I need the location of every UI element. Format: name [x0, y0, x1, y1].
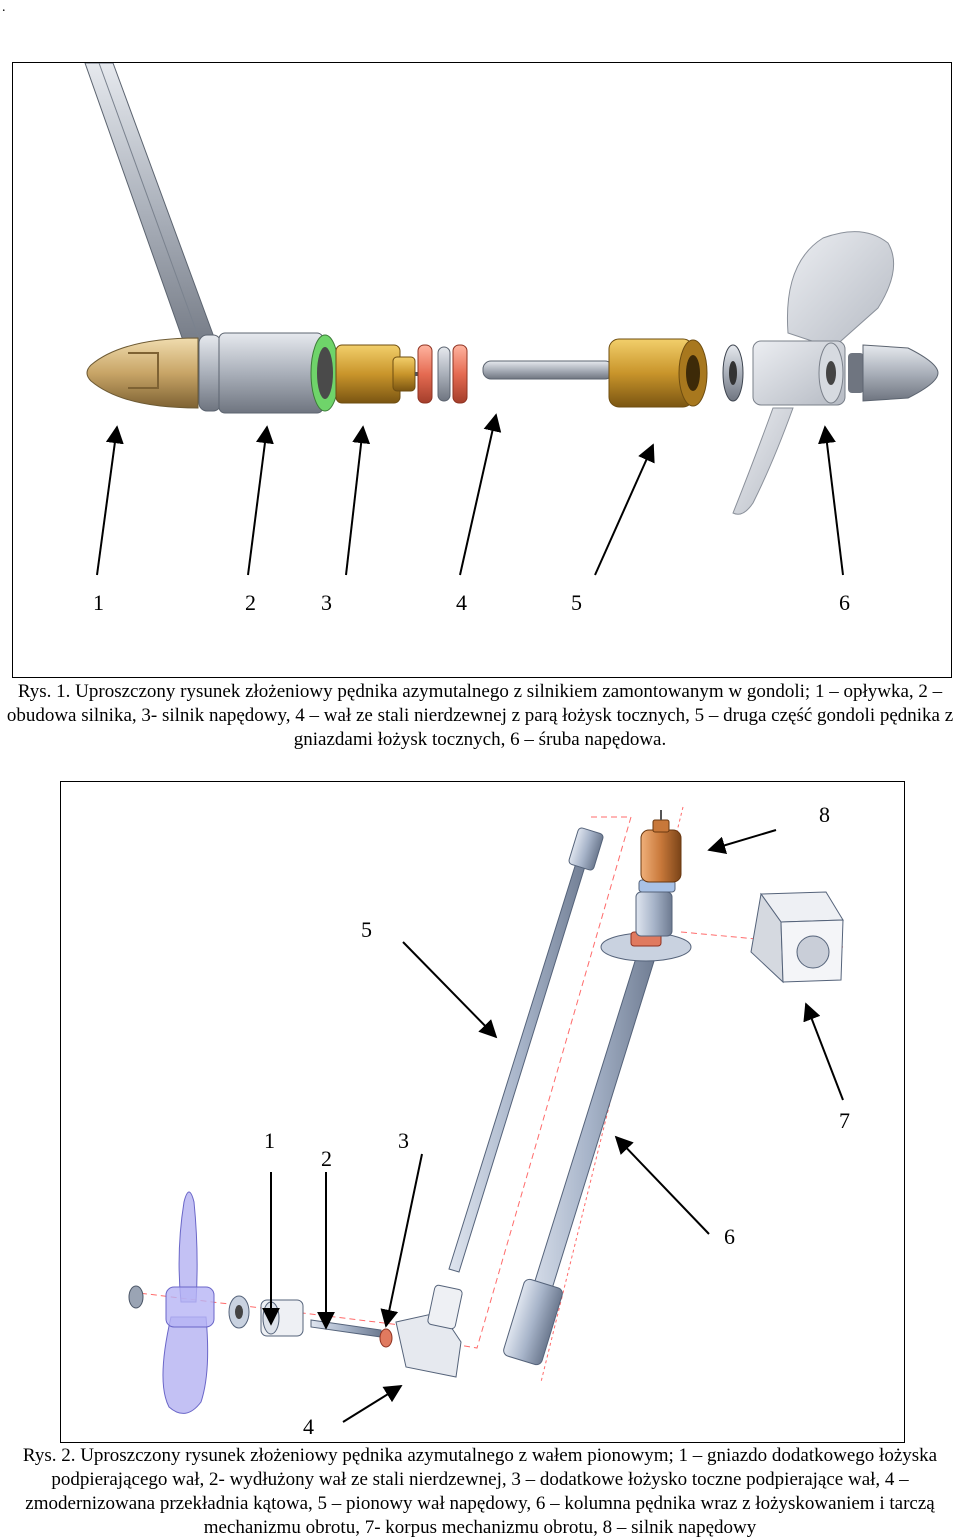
fig1-label-1: 1 — [93, 590, 104, 615]
fig2-label-4: 4 — [303, 1414, 314, 1439]
fig2-label-8: 8 — [819, 802, 830, 827]
fig2-label-2: 2 — [321, 1146, 332, 1171]
fig1-label-3: 3 — [321, 590, 332, 615]
bearing-1 — [417, 344, 433, 404]
fig1-label-2: 2 — [245, 590, 256, 615]
motor-housing — [218, 332, 324, 414]
leader-arrow-4 — [459, 413, 502, 576]
figure-1-drawing: 1 2 3 4 5 6 — [84, 62, 939, 615]
leader-arrow-8 — [707, 829, 777, 854]
figure-2-frame: 1 2 3 4 5 6 7 8 — [60, 781, 905, 1443]
leader-arrow-3 — [345, 425, 371, 576]
fig1-label-4: 4 — [456, 590, 467, 615]
extended-shaft — [310, 1319, 382, 1338]
drive-motor — [640, 829, 682, 883]
fig1-label-5: 5 — [571, 590, 582, 615]
propeller-nut — [128, 1285, 144, 1309]
fig2-label-5: 5 — [361, 917, 372, 942]
propeller-blade-bottom — [162, 1316, 209, 1414]
leader-arrow-7 — [803, 1002, 844, 1101]
figure-1-caption: Rys. 1. Uproszczony rysunek złożeniowy p… — [6, 681, 954, 750]
drive-motor — [335, 344, 401, 404]
propeller-blade-top — [178, 1191, 198, 1303]
figure-2-caption: Rys. 2. Uproszczony rysunek złożeniowy p… — [22, 1445, 938, 1538]
leader-arrow-4 — [342, 1385, 403, 1423]
leader-arrow-3 — [380, 1153, 423, 1328]
propeller-blade-bottom — [732, 407, 794, 515]
stainless-shaft — [482, 360, 614, 380]
additional-bearing — [379, 1328, 393, 1348]
leader-arrow-1 — [96, 425, 124, 576]
fig2-label-6: 6 — [724, 1224, 735, 1249]
leader-arrow-5 — [594, 443, 655, 576]
top-mark: . — [2, 0, 6, 15]
fig2-label-7: 7 — [839, 1108, 850, 1133]
leader-arrow-2 — [247, 425, 274, 576]
leader-arrow-6 — [614, 1135, 710, 1235]
figure-2-drawing: 1 2 3 4 5 6 7 8 — [128, 802, 850, 1439]
leader-arrow-5 — [402, 941, 498, 1039]
propeller-cone — [862, 344, 939, 402]
bearing-2 — [452, 344, 468, 404]
strut-arm — [84, 62, 219, 364]
fig2-label-3: 3 — [398, 1128, 409, 1153]
fairing-nose — [86, 337, 199, 409]
leader-arrow-6 — [818, 425, 844, 576]
figure-1-frame: 1 2 3 4 5 6 — [12, 62, 952, 678]
propeller-hub — [165, 1286, 215, 1328]
propeller-blade-top — [786, 231, 895, 349]
fig2-label-1: 1 — [264, 1128, 275, 1153]
column-lower-part — [503, 1278, 563, 1366]
fig1-label-6: 6 — [839, 590, 850, 615]
